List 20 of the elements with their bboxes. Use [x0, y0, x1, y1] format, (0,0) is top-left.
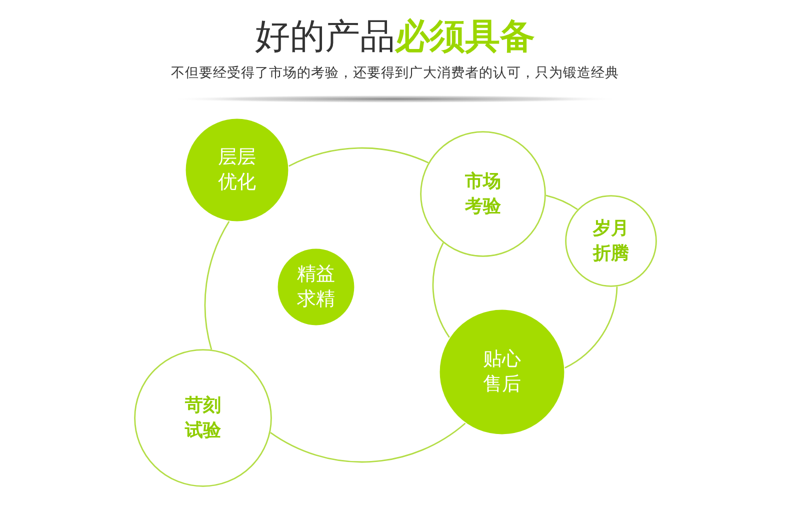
outline-circle	[565, 195, 657, 287]
filled-circle	[439, 309, 565, 435]
arc-connector	[546, 194, 578, 210]
subtitle: 不但要经受得了市场的考验，还要得到广大消费者的认可，只为锻造经典	[170, 64, 620, 82]
arc-connector	[432, 242, 450, 338]
arc-connector	[204, 221, 230, 350]
circle-label: 岁月折腾	[593, 217, 629, 266]
circle-label: 层层优化	[218, 145, 256, 195]
arc-connector	[288, 147, 429, 167]
circle-label: 精益求精	[297, 262, 335, 312]
arc-connector	[270, 422, 466, 463]
circle-label: 贴心售后	[483, 347, 521, 397]
circle-label: 苛刻试验	[185, 394, 221, 443]
filled-circle	[185, 118, 289, 222]
title: 好的产品必须具备	[254, 16, 536, 59]
outline-circle	[134, 349, 272, 487]
circle-label: 市场考验	[465, 170, 501, 219]
filled-circle	[277, 248, 355, 326]
outline-circle	[420, 131, 546, 257]
arc-connector	[564, 286, 618, 369]
